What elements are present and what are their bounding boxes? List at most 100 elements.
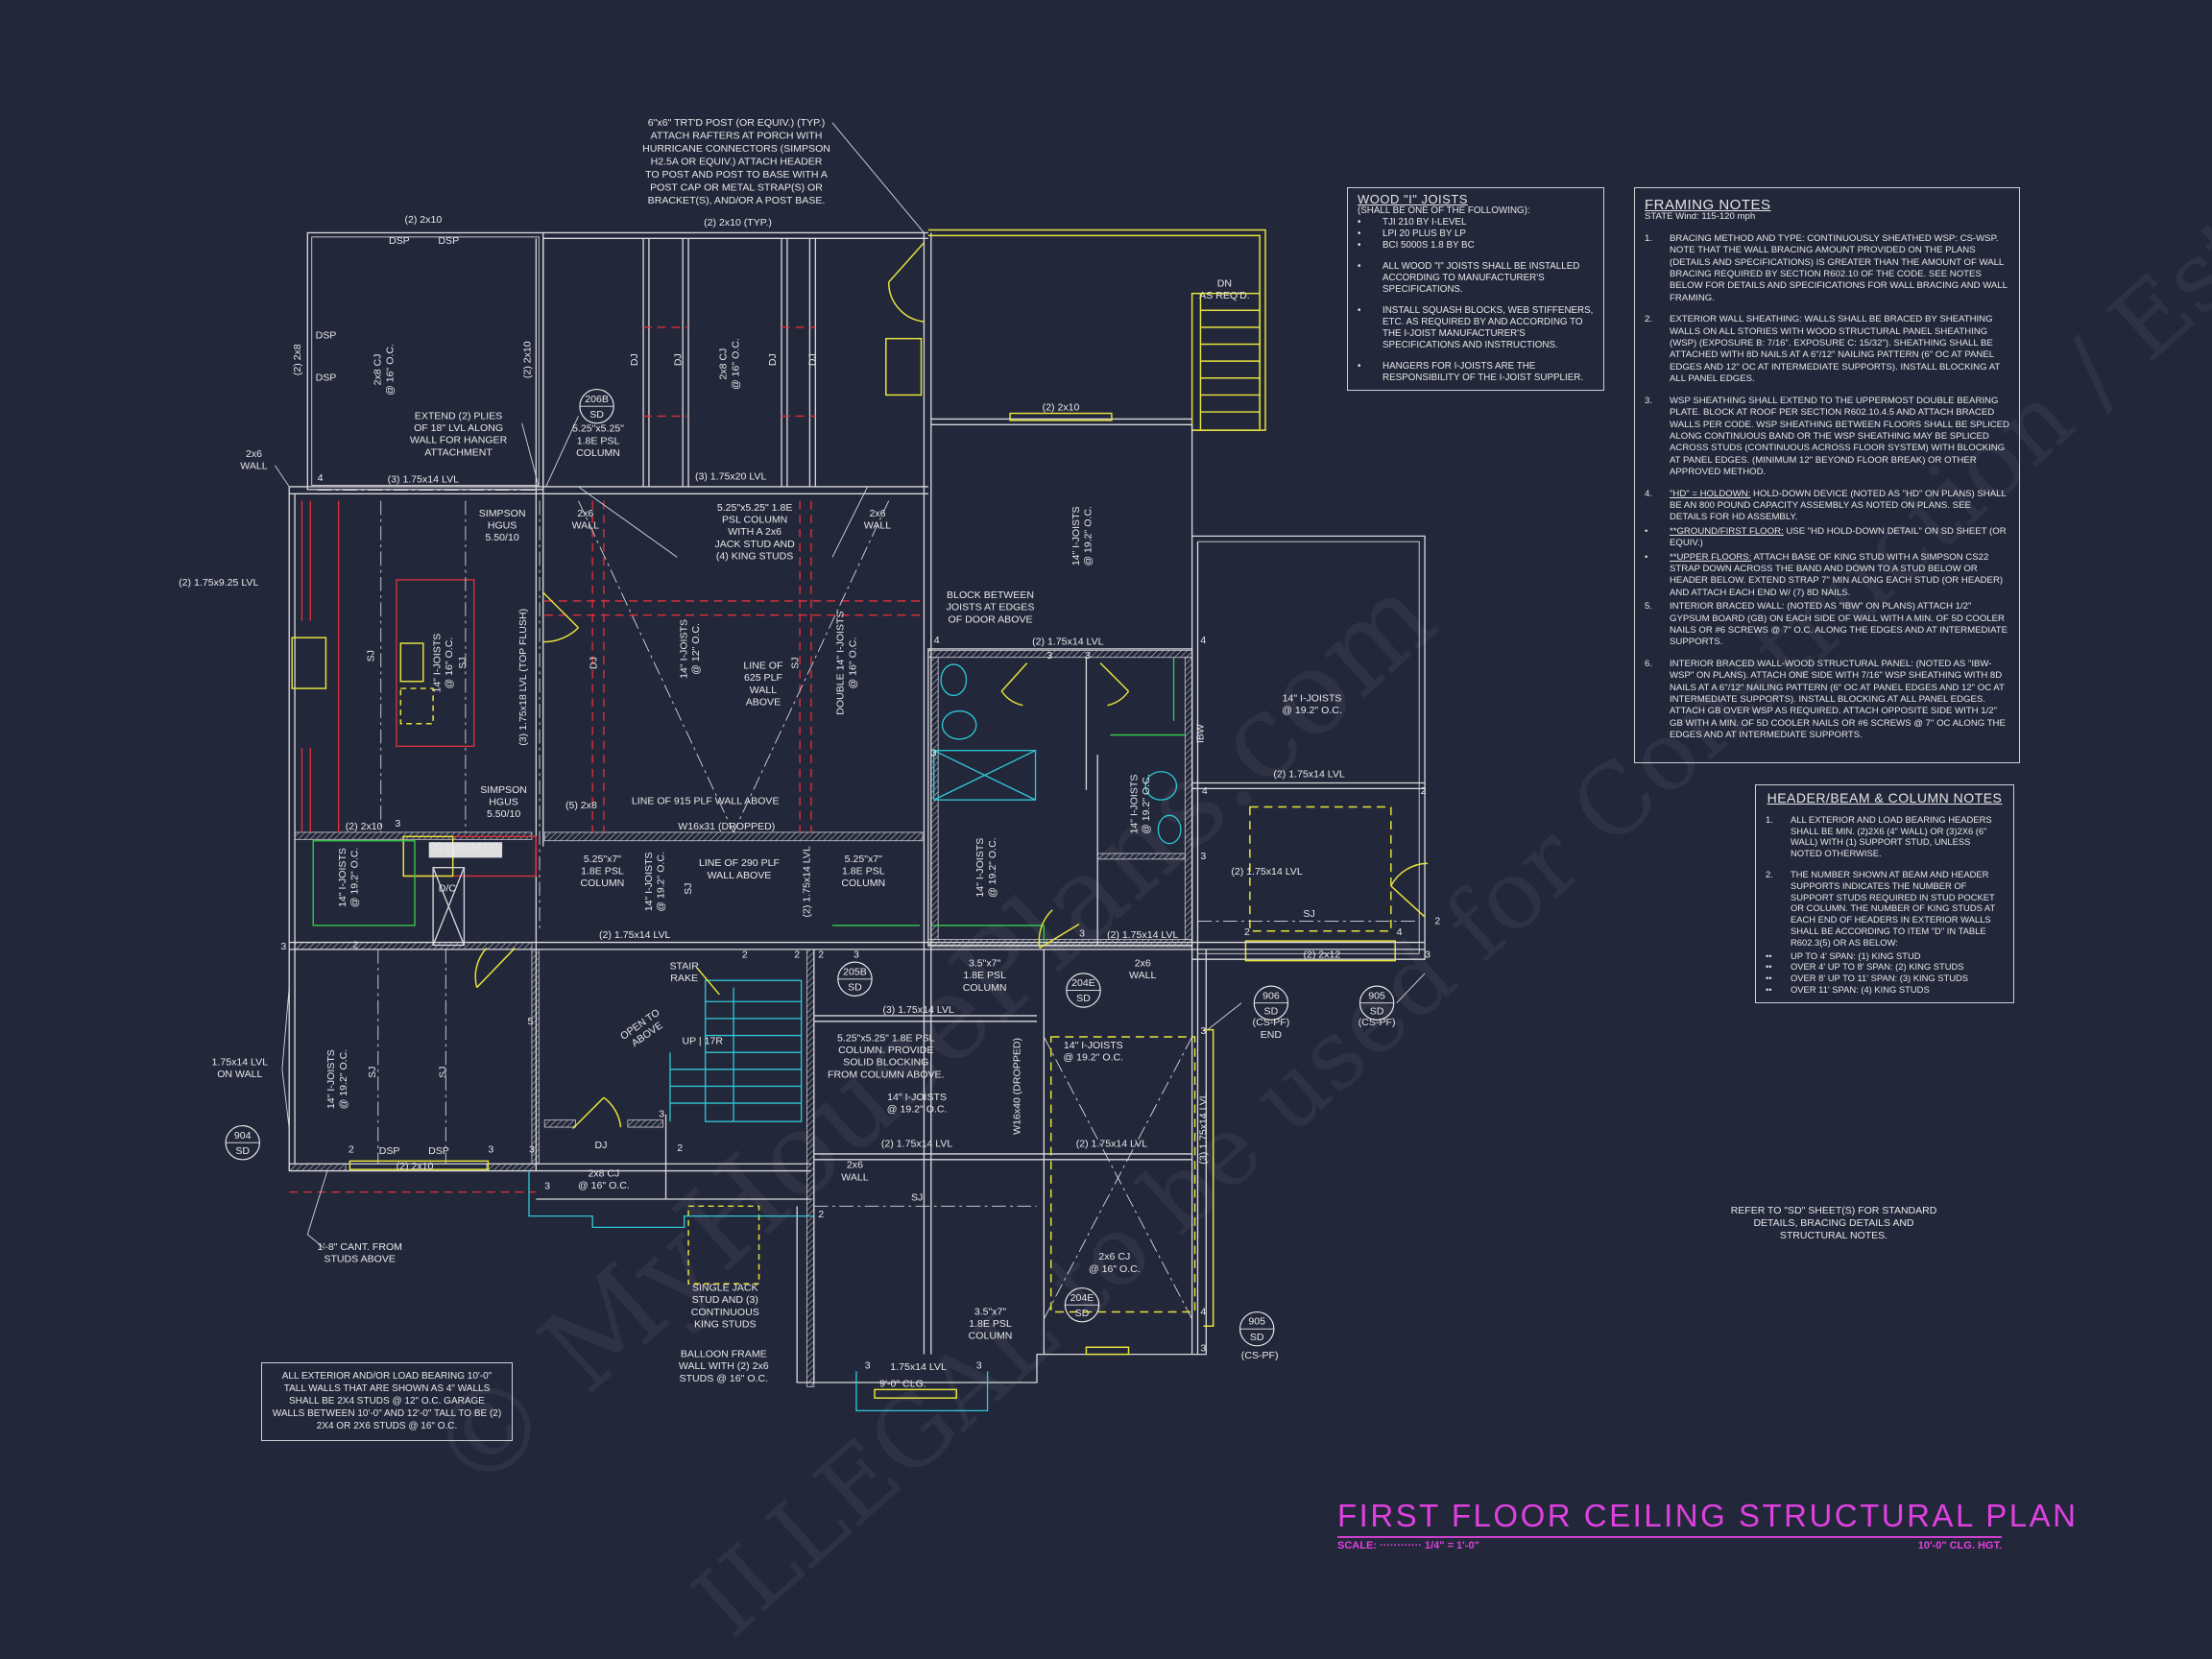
plan-label-line: (2) 1.75x14 LVL [1231,866,1303,878]
plan-label: DSP [379,1145,400,1157]
note-body: "HD" = HOLDOWN: HOLD-DOWN DEVICE (NOTED … [1670,489,2009,524]
stud-count: 3 [1200,1025,1206,1037]
plan-label-line: END [1261,1029,1283,1041]
plan-label-line: HGUS [488,519,517,531]
plan-label-line: 3.5"x7" [969,958,1001,970]
plan-label: DSP [438,235,459,247]
plan-label-line: (2) 1.75x14 LVL [599,929,671,941]
plan-label: (2) 2x10 (TYP.) [704,217,772,228]
note-lead: **UPPER FLOORS: [1670,551,1752,563]
plan-label-line: STUD AND (3) [692,1294,758,1306]
plan-label: 14" I-JOISTS@ 16" O.C. [431,634,455,693]
plan-label-line: 14" I-JOISTS [1283,692,1342,704]
bubble-top: 906 [1262,990,1280,1001]
plan-label: (2) 1.75x14 LVL [1273,769,1345,781]
plan-label: 14" I-JOISTS@ 19.2" O.C. [887,1092,948,1116]
wall-framing-note: ALL EXTERIOR AND/OR LOAD BEARING 10'-0" … [261,1362,513,1441]
stud-count: 4 [318,472,324,484]
plan-label: W16x31 (DROPPED) [678,821,775,832]
plan-label-line: 14" I-JOISTS [679,619,690,679]
item-number: 1. [1766,813,1773,825]
plan-label-line: (2) 1.75x14 LVL [801,846,812,918]
plan-label-line: DJ [594,1140,607,1151]
span-rule: UP TO 4' SPAN: (1) KING STUD [1791,950,1921,961]
plan-label-line: DJ [629,353,640,366]
plan-label-line: 5.50/10 [485,532,518,543]
plan-label-line: DJ [767,353,779,366]
header-note: ALL EXTERIOR AND LOAD BEARING HEADERS SH… [1791,813,1992,859]
plan-label: UP | 17R [683,1035,724,1046]
plan-label-line: 1.75x14 LVL [890,1361,947,1373]
plan-label-line: DSP [379,1145,400,1157]
plan-label: DSP [316,330,337,342]
plan-label: 14" I-JOISTS@ 19.2" O.C. [974,837,998,898]
plan-label-line: BALLOON FRAME [681,1349,767,1360]
plan-label: (3) 1.75x14 LVL [882,1004,954,1016]
bubble-top: 905 [1248,1316,1265,1328]
plan-label-line: DOUBLE 14" I-JOISTS [835,611,847,714]
stud-count: 2 [818,950,824,961]
plan-label: (2) 2x10 [521,341,533,378]
plan-label-line: ON WALL [217,1069,262,1080]
plan-label-line: (2) 1.75x9.25 LVL [179,577,258,589]
plan-label-line: SJ [437,1067,448,1078]
ceiling-height: 10'-0" CLG. HGT. [1917,1540,2002,1551]
plan-label-line: @ 16" O.C. [578,1180,630,1191]
plan-label-line: DSP [428,1145,449,1157]
plan-label: (2) 2x10 [1043,402,1080,414]
plan-label-line: WALL ABOVE [708,870,772,881]
plan-label-line: SOLID BLOCKING [843,1057,928,1069]
stud-count: 3 [1200,851,1206,862]
plan-label-line: COLUMN [576,447,620,459]
plan-label-line: 14" I-JOISTS [325,1049,337,1109]
notes-subtitle: (SHALL BE ONE OF THE FOLLOWING): [1358,205,1530,216]
plan-label-line: D/C [439,883,457,895]
note-text: EXTERIOR WALL SHEATHING: WALLS SHALL BE … [1670,314,2001,385]
plan-label-line: 2x8 CJ [718,349,730,380]
note-text: ATTACH BASE OF KING STUD WITH A SIMPSON … [1670,551,2004,598]
stud-count: 2 [794,950,800,961]
plan-label: LINE OF 915 PLF WALL ABOVE [632,796,780,807]
note-text: INTERIOR BRACED WALL: (NOTED AS "IBW" ON… [1670,601,2008,648]
plan-label: 14" I-JOISTS@ 19.2" O.C. [1128,774,1152,834]
callout-line: H2.5A OR EQUIV.) ATTACH HEADER [651,156,823,167]
plan-label-line: 14" I-JOISTS [974,838,986,898]
joist-product: LPI 20 PLUS BY LP [1382,228,1466,239]
stud-count: 3 [488,1143,493,1155]
plan-label-line: WALL [572,519,599,531]
item-number: • [1645,525,1648,537]
plan-label-line: W16x40 (DROPPED) [1011,1038,1022,1135]
plan-label-line: STUDS @ 16" O.C. [680,1373,769,1384]
bubble-top: 204E [1071,977,1095,989]
notes-title: WOOD "I" JOISTS [1358,192,1468,206]
framing-note: 6.INTERIOR BRACED WALL-WOOD STRUCTURAL P… [1645,659,2009,742]
plan-label-line: LINE OF 290 PLF [699,857,780,869]
stud-count: 3 [1085,650,1091,661]
plan-label-line: 5.25"x5.25" [572,423,624,435]
plan-label: 9'-0" CLG. [879,1378,926,1389]
plan-label: (2) 2x10 [397,1161,434,1172]
plan-label-line: (2) 2x10 (TYP.) [704,217,772,228]
joist-product: TJI 210 BY I-LEVEL [1382,217,1467,228]
item-number: 6. [1645,658,1653,669]
header-beam-column-notes: HEADER/BEAM & COLUMN NOTES 1.ALL EXTERIO… [1755,784,2014,1003]
